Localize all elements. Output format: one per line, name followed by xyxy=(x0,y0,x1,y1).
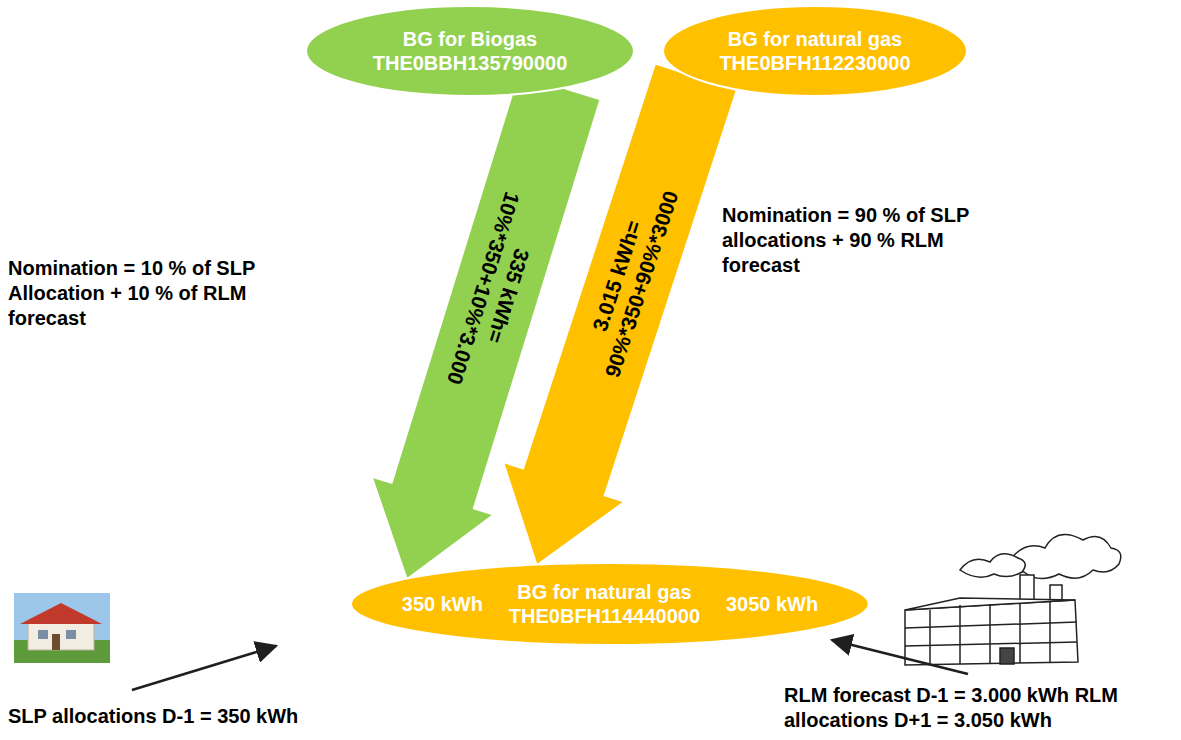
arrow-label: 3.015 kWh= 90%*350+90%*3000 xyxy=(572,170,688,391)
factory-picture xyxy=(905,535,1121,665)
nomination-note: Nomination = 90 % of SLP allocations + 9… xyxy=(722,203,1022,278)
leader-arrow xyxy=(832,640,968,674)
balancing-group-ellipse: 350 kWh BG for natural gas THE0BFH1144400… xyxy=(350,562,870,646)
quantity-value: 3050 kWh xyxy=(726,592,818,616)
nomination-note: Nomination = 10 % of SLP Allocation + 10… xyxy=(8,256,328,331)
arrow-label: 335 kWh= 10%*350+10%*3.000 xyxy=(439,182,552,403)
consumer-note: RLM forecast D-1 = 3.000 kWh RLM allocat… xyxy=(784,683,1174,733)
balancing-group-ellipse: BG for natural gas THE0BFH112230000 xyxy=(662,5,968,97)
consumer-note: SLP allocations D-1 = 350 kWh xyxy=(8,704,368,729)
balancing-group-ellipse: BG for Biogas THE0BBH135790000 xyxy=(305,5,635,97)
group-name: BG for natural gas THE0BFH112230000 xyxy=(708,27,923,75)
house-picture xyxy=(14,593,110,663)
block-arrow xyxy=(505,65,736,564)
group-name: BG for Biogas THE0BBH135790000 xyxy=(363,27,578,75)
group-name: BG for natural gas THE0BFH114440000 xyxy=(497,580,712,628)
quantity-value: 350 kWh xyxy=(402,592,483,616)
leader-arrow xyxy=(132,646,276,690)
ellipse-outline xyxy=(305,5,635,97)
ellipse-outline xyxy=(662,5,968,97)
